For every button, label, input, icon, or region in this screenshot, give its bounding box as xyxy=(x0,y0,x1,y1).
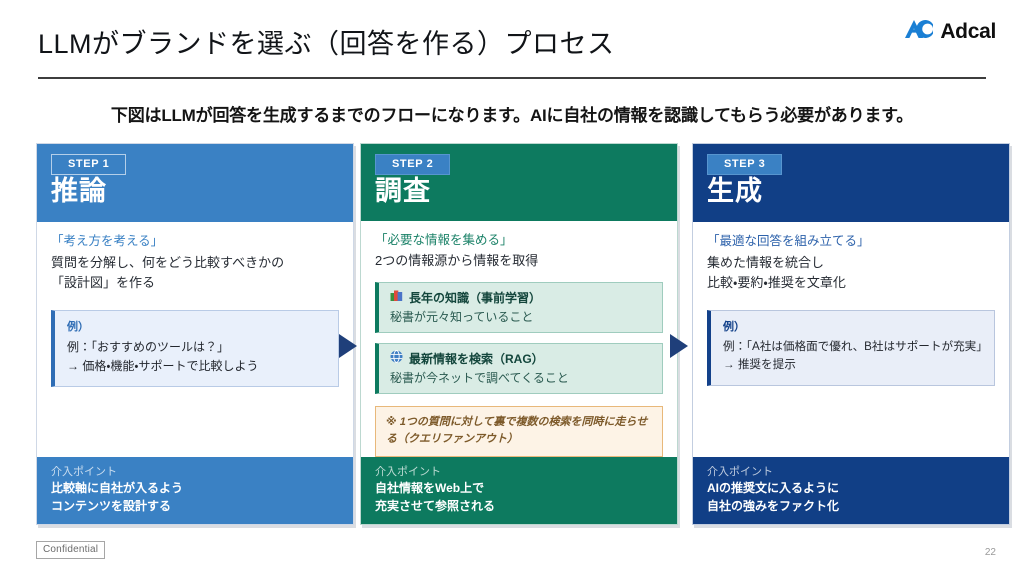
step-example-box-3: 例） 例：「A社は価格面で優れ、B社はサポートが充実」 → 推奨を提示 xyxy=(707,310,995,386)
source-card-rag-title: 最新情報を検索（RAG） xyxy=(409,351,544,366)
step-card-3-header: STEP 3 生成 xyxy=(693,144,1009,222)
step-example-line-1b: → 価格・機能・サポートで比較しよう xyxy=(67,358,259,373)
step-card-3[interactable]: STEP 3 生成 「最適な回答を組み立てる」 集めた情報を統合し 比較・要約・… xyxy=(692,143,1010,525)
brand-name: Adcal xyxy=(940,19,996,43)
step-footer-line-3a: AIの推奨文に入るように xyxy=(707,481,840,496)
step-example-box-1: 例） 例：「おすすめのツールは？」 → 価格・機能・サポートで比較しよう xyxy=(51,310,339,387)
step-card-3-body: 「最適な回答を組み立てる」 集めた情報を統合し 比較・要約・推奨を文章化 例） … xyxy=(693,222,1009,457)
title-divider xyxy=(38,77,986,79)
step-example-label-1: 例） xyxy=(67,321,89,334)
source-card-knowledge: 長年の知識（事前学習） 秘書が元々知っていること xyxy=(375,281,663,333)
step-example-label-3: 例） xyxy=(723,321,745,334)
step-card-2-body: 「必要な情報を集める」 2つの情報源から情報を取得 長年の知識（ xyxy=(361,221,677,457)
step-card-2[interactable]: STEP 2 調査 「必要な情報を集める」 2つの情報源から情報を取得 xyxy=(360,143,678,525)
step-footer-line-3b: 自社の強みをファクト化 xyxy=(707,498,840,513)
page-number: 22 xyxy=(984,547,996,558)
step-lead-3-line-1: 集めた情報を統合し xyxy=(707,254,825,270)
step-footer-label-2: 介入ポイント xyxy=(375,465,441,478)
step-card-2-header: STEP 2 調査 xyxy=(361,144,677,221)
source-card-knowledge-head: 長年の知識（事前学習） xyxy=(390,289,653,306)
step-footer-label-1: 介入ポイント xyxy=(51,465,117,478)
step-footer-3: 介入ポイント AIの推奨文に入るように 自社の強みをファクト化 xyxy=(693,456,1009,524)
step-footer-line-1a: 比較軸に自社が入るよう xyxy=(51,481,184,496)
step-example-line-3a: 例：「A社は価格面で優れ、B社はサポートが充実」 xyxy=(723,339,988,353)
step-lead-3-line-2: 比較・要約・推奨を文章化 xyxy=(707,274,846,290)
source-card-rag-sub: 秘書が今ネットで調べてくること xyxy=(390,370,569,385)
step-title-2: 調査 xyxy=(375,176,431,207)
step-footer-line-1b: コンテンツを設計する xyxy=(51,498,172,513)
source-card-knowledge-sub: 秘書が元々知っていること xyxy=(390,309,534,324)
step-badge-2: STEP 2 xyxy=(375,154,451,176)
step-footer-2: 介入ポイント 自社情報をWeb上で 充実させて参照される xyxy=(361,456,677,524)
source-card-rag-head: 最新情報を検索（RAG） xyxy=(390,350,653,367)
step-footer-line-2b: 充実させて参照される xyxy=(375,498,496,513)
step-footer-1: 介入ポイント 比較軸に自社が入るよう コンテンツを設計する xyxy=(37,456,353,524)
step-quote-3: 「最適な回答を組み立てる」 xyxy=(707,234,870,248)
query-fanout-note: ※ 1つの質問に対して裏で複数の検索を同時に走らせる（クエリファンアウト） xyxy=(375,405,663,457)
step-card-1-header: STEP 1 推論 xyxy=(37,144,353,222)
adcal-delta-c-logo-icon xyxy=(904,18,934,45)
step-badge-1: STEP 1 xyxy=(51,154,127,176)
brand-logo: Adcal xyxy=(904,18,996,45)
source-card-knowledge-title: 長年の知識（事前学習） xyxy=(409,290,542,305)
confidential-badge: Confidential xyxy=(36,541,106,559)
step-card-1-body: 「考え方を考える」 質問を分解し、何をどう比較すべきかの 「設計図」を作る 例）… xyxy=(37,222,353,457)
step-lead-1-line-1: 質問を分解し、何をどう比較すべきかの xyxy=(51,254,285,270)
step-footer-line-2a: 自社情報をWeb上で xyxy=(375,481,485,496)
globe-icon xyxy=(390,350,403,366)
step-lead-1: 質問を分解し、何をどう比較すべきかの 「設計図」を作る xyxy=(51,253,339,293)
step-card-1[interactable]: STEP 1 推論 「考え方を考える」 質問を分解し、何をどう比較すべきかの 「… xyxy=(36,143,354,525)
step-title-3: 生成 xyxy=(707,176,763,207)
page-title: LLMがブランドを選ぶ（回答を作る）プロセス xyxy=(38,29,615,59)
step-quote-2: 「必要な情報を集める」 xyxy=(375,232,513,247)
books-stack-icon xyxy=(390,289,403,305)
step-lead-3: 集めた情報を統合し 比較・要約・推奨を文章化 xyxy=(707,253,995,293)
flow-arrow-step2-to-step3 xyxy=(668,333,690,364)
flow-arrow-step1-to-step2 xyxy=(337,333,359,364)
step-badge-3: STEP 3 xyxy=(707,154,783,176)
step-lead-1-line-2: 「設計図」を作る xyxy=(51,274,156,290)
step-lead-2: 2つの情報源から情報を取得 xyxy=(375,251,663,271)
slide-lede: 下図はLLMが回答を生成するまでのフローになります。AIに自社の情報を認識しても… xyxy=(110,106,914,125)
process-flow-board: STEP 1 推論 「考え方を考える」 質問を分解し、何をどう比較すべきかの 「… xyxy=(0,143,1024,533)
source-card-rag: 最新情報を検索（RAG） 秘書が今ネットで調べてくること xyxy=(375,342,663,394)
step-quote-1: 「考え方を考える」 xyxy=(51,234,164,248)
step-title-1: 推論 xyxy=(51,176,107,207)
step-example-line-1a: 例：「おすすめのツールは？」 xyxy=(67,339,230,354)
step-lead-2-line-1: 2つの情報源から情報を取得 xyxy=(375,253,539,269)
step-footer-label-3: 介入ポイント xyxy=(707,465,773,478)
step-example-line-3b: → 推奨を提示 xyxy=(723,358,796,372)
